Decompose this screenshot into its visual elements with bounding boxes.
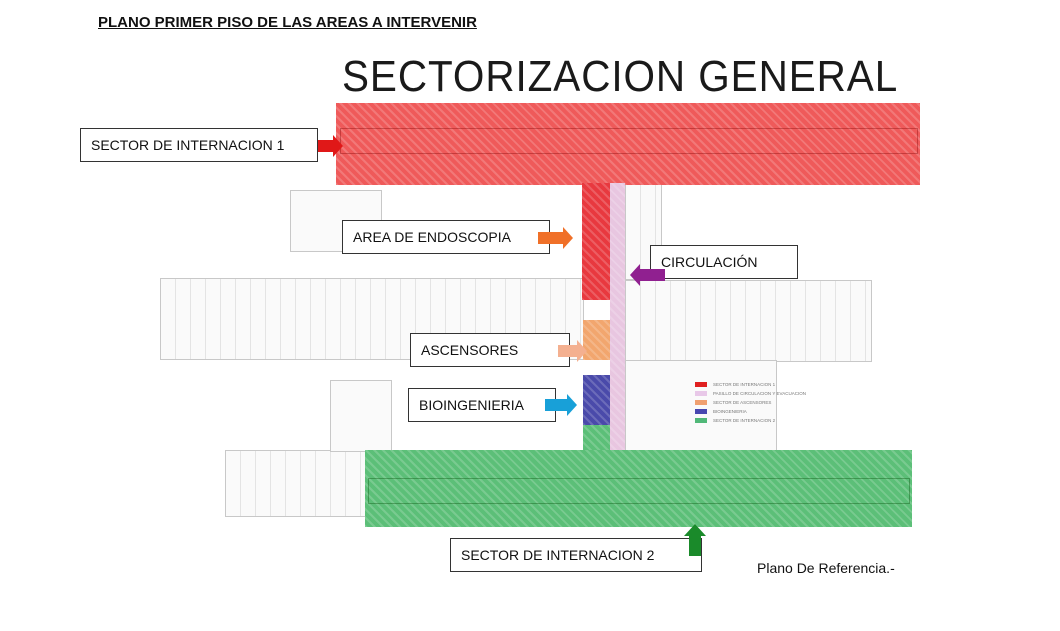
zone-circulacion — [610, 183, 625, 471]
legend-item: SECTOR DE ASCENSORES — [695, 398, 806, 407]
arrow-right-icon — [318, 135, 343, 157]
zone-internacion-1 — [336, 103, 920, 185]
label-ascensores: ASCENSORES — [410, 333, 570, 367]
footer-note: Plano De Referencia.- — [757, 560, 895, 576]
plan-wing-east — [625, 280, 872, 362]
label-bioingenieria: BIOINGENIERIA — [408, 388, 556, 422]
arrow-right-icon — [538, 227, 573, 249]
arrow-right-icon — [545, 394, 577, 416]
arrow-left-icon — [630, 264, 665, 286]
plan-title: SECTORIZACION GENERAL — [342, 52, 899, 101]
zone-endoscopia — [582, 183, 610, 300]
zone-bioingenieria — [583, 375, 610, 425]
legend-item: SECTOR DE INTERNACION 1 — [695, 380, 806, 389]
label-internacion-2: SECTOR DE INTERNACION 2 — [450, 538, 702, 572]
label-circulacion: CIRCULACIÓN — [650, 245, 798, 279]
label-internacion-1: SECTOR DE INTERNACION 1 — [80, 128, 318, 162]
legend-item: BIOINGENIERIA — [695, 407, 806, 416]
legend: SECTOR DE INTERNACION 1 PASILLO DE CIRCU… — [695, 380, 806, 425]
room-row-south — [368, 478, 910, 504]
room-row-north — [340, 128, 918, 154]
arrow-up-icon — [684, 524, 706, 556]
plan-block-sw — [225, 450, 367, 517]
arrow-right-icon — [558, 340, 587, 362]
legend-item: PASILLO DE CIRCULACION Y EVACUACION — [695, 389, 806, 398]
legend-item: SECTOR DE INTERNACION 2 — [695, 416, 806, 425]
zone-internacion-2 — [365, 450, 912, 527]
zone-ascensores — [583, 320, 610, 360]
plan-block-w — [330, 380, 392, 452]
label-endoscopia: AREA DE ENDOSCOPIA — [342, 220, 550, 254]
zone-green-link — [583, 425, 610, 452]
page-title: PLANO PRIMER PISO DE LAS AREAS A INTERVE… — [98, 14, 477, 31]
